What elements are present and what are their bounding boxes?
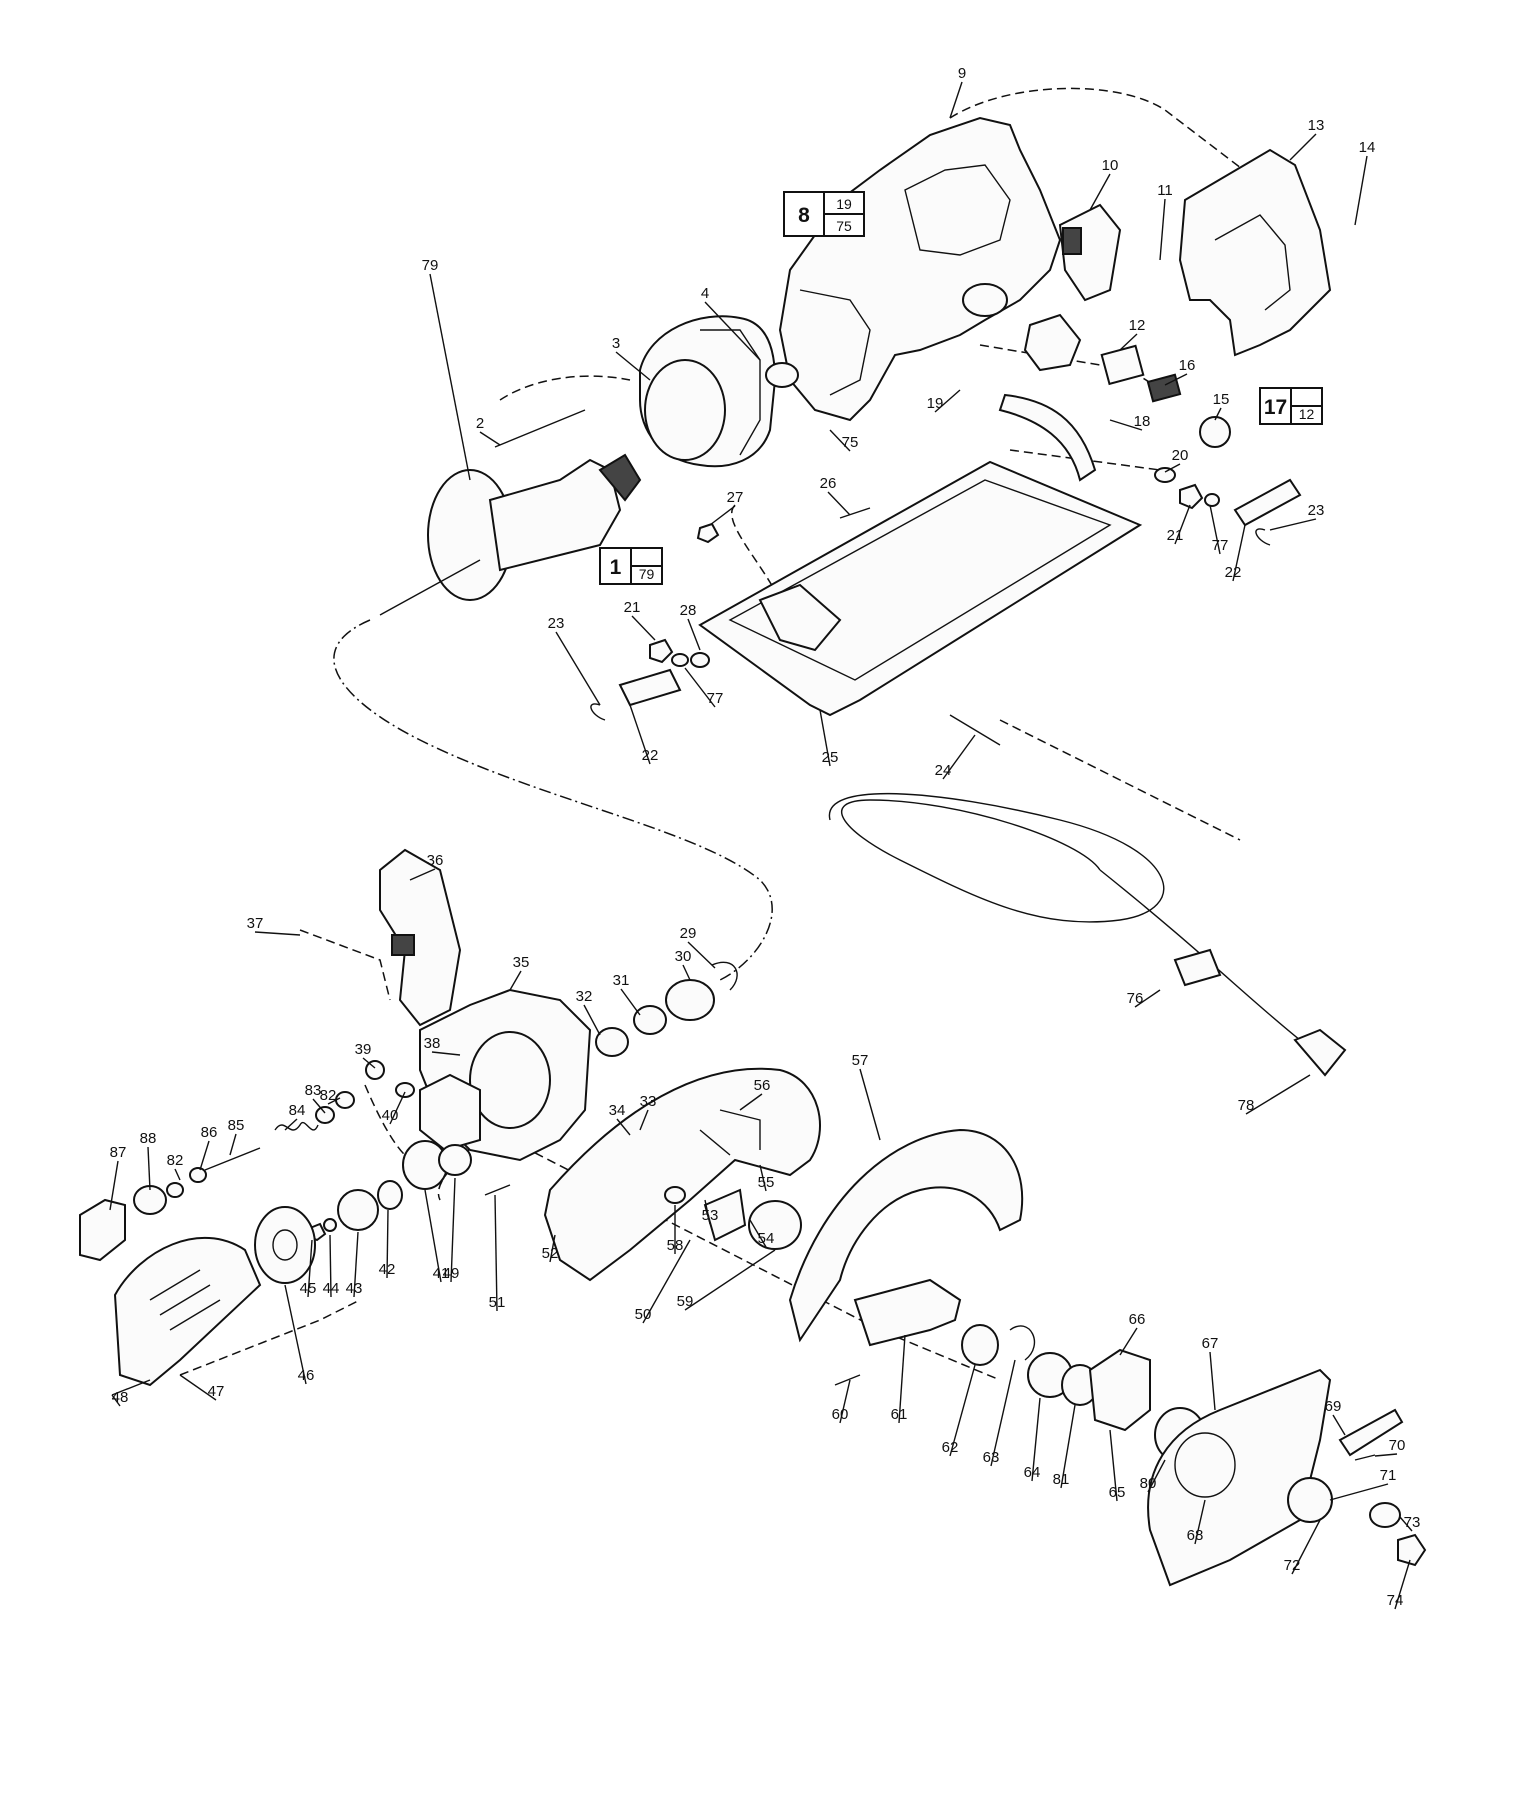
gear-housing-bore — [469, 1031, 551, 1129]
screw-70 — [1354, 1454, 1376, 1461]
clip-23-right — [1255, 528, 1271, 546]
bearing-4 — [765, 362, 799, 388]
gasket-46 — [254, 1206, 316, 1284]
lower-guard — [788, 1128, 1024, 1343]
connector-handle-screws — [299, 929, 391, 1001]
cam-50 — [703, 1188, 747, 1242]
washer-82-lower — [166, 1182, 184, 1198]
cover-vents — [149, 1269, 221, 1331]
bearing-32 — [595, 1027, 629, 1057]
connector-cord — [999, 719, 1241, 841]
handle-grip-ribs — [1214, 214, 1291, 311]
washer-28 — [690, 652, 710, 668]
spacer-58 — [664, 1186, 686, 1204]
spring-53 — [699, 1129, 731, 1156]
spring-84 — [274, 1122, 319, 1131]
washer-62 — [961, 1324, 999, 1366]
plug — [1173, 948, 1222, 987]
gasket-hole — [272, 1229, 298, 1261]
nut-21-left — [649, 638, 674, 664]
bevel-gear-59 — [748, 1200, 802, 1250]
washer-44 — [323, 1218, 337, 1232]
washer-83 — [315, 1106, 335, 1124]
brush-spring-16 — [1146, 373, 1182, 403]
clip-23-left — [590, 703, 606, 721]
shoe-base — [698, 460, 1143, 717]
flange-71 — [1287, 1477, 1333, 1523]
connector-armature-gearbox — [333, 619, 773, 981]
sleeve-31 — [633, 1005, 667, 1035]
bolt-74 — [1397, 1533, 1427, 1567]
housing-handle-opening — [904, 164, 1011, 256]
washer-77-left — [671, 653, 689, 667]
armature-shaft — [379, 559, 481, 616]
spindle-61 — [853, 1278, 962, 1347]
brush-cap-15 — [1199, 416, 1231, 448]
brush-holder — [1023, 313, 1082, 372]
shoe-bevel-bracket — [758, 583, 842, 652]
screw-39 — [365, 1060, 385, 1080]
lever-22-right — [1233, 478, 1302, 527]
lever-69 — [1338, 1408, 1404, 1457]
screw-26 — [839, 507, 871, 519]
knob-87 — [79, 1198, 126, 1262]
ring-88 — [133, 1185, 167, 1215]
bearing-30 — [665, 979, 715, 1021]
guard-plate-67 — [1147, 1368, 1332, 1587]
brush-12 — [1100, 344, 1145, 386]
field-bore — [644, 359, 726, 461]
nut-21-right — [1179, 483, 1204, 510]
housing-boss — [962, 283, 1008, 317]
clip-86 — [189, 1167, 207, 1183]
washer-20 — [1154, 467, 1176, 483]
pivot-pin-24 — [949, 714, 1001, 746]
screw-60 — [834, 1374, 861, 1386]
through-bolt-2 — [494, 409, 586, 448]
retaining-ring-29 — [711, 961, 738, 991]
switch-trigger — [1062, 227, 1082, 255]
lever-22-left — [618, 668, 682, 707]
ring-63 — [1009, 1325, 1036, 1361]
handle-cover — [1178, 148, 1332, 357]
housing-65 — [1088, 1348, 1151, 1432]
connector-cover-screw — [179, 1299, 361, 1376]
screw-51 — [484, 1184, 511, 1196]
shoe-inner-rim — [728, 479, 1112, 681]
sleeve-42 — [377, 1180, 403, 1210]
guard-inner-ridge — [719, 1109, 761, 1150]
commutator — [598, 453, 642, 502]
gear-housing-front — [419, 1073, 481, 1152]
screw-48 — [111, 1379, 151, 1396]
pin-85 — [204, 1147, 261, 1171]
armature-core — [488, 458, 622, 572]
motor-housing — [778, 116, 1062, 422]
housing-opening — [799, 289, 871, 396]
nut-27 — [696, 522, 720, 544]
connector-shaft-field — [499, 375, 631, 401]
power-cord-76 — [828, 792, 1165, 923]
cord-protector-78 — [1293, 1028, 1347, 1077]
washer-82-upper — [335, 1091, 355, 1109]
depth-adjust-arm — [998, 393, 1097, 482]
idler-49 — [438, 1144, 472, 1176]
connector-housing-handle — [949, 87, 1251, 176]
washer-73 — [1369, 1502, 1401, 1528]
washer-77-right — [1204, 493, 1220, 507]
bearing-43 — [337, 1189, 379, 1231]
rear-handle — [379, 848, 462, 1027]
end-cover-47 — [113, 1236, 262, 1387]
washer-40 — [395, 1082, 415, 1098]
handle-slot — [391, 934, 415, 956]
plate-hub-68 — [1174, 1432, 1236, 1498]
